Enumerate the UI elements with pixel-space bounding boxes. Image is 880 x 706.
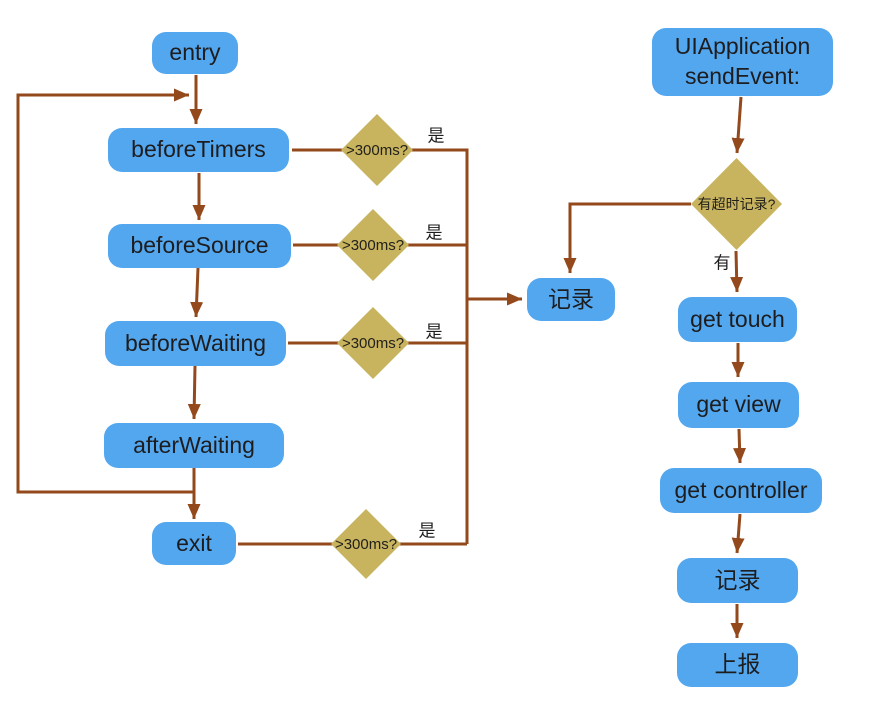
node-get-view-label: get view — [696, 391, 781, 418]
node-before-timers: beforeTimers — [108, 128, 289, 172]
node-before-source: beforeSource — [108, 224, 291, 268]
edge-loopback — [16, 88, 194, 494]
node-after-waiting-label: afterWaiting — [133, 431, 255, 458]
node-uiapplication-sendevent-label: UIApplication sendEvent: — [675, 32, 811, 92]
edge-beforesource-to-beforewaiting — [190, 267, 204, 318]
edge-getview-to-getcontroller — [733, 428, 747, 464]
node-report-label: 上报 — [714, 651, 761, 678]
node-record-left: 记录 — [527, 278, 615, 321]
edge-label-yes-2: 是 — [425, 223, 443, 243]
node-record-right-label: 记录 — [714, 566, 761, 593]
node-record-right: 记录 — [677, 558, 798, 603]
node-get-touch: get touch — [678, 297, 797, 342]
node-uiapplication-sendevent: UIApplication sendEvent: — [652, 28, 833, 96]
node-before-waiting: beforeWaiting — [105, 321, 286, 366]
edge-label-has: 有 — [713, 253, 731, 273]
decision-timer-check-1-label: >300ms? — [345, 141, 409, 159]
node-entry-label: entry — [169, 39, 221, 66]
edge-check-to-gettouch — [730, 250, 744, 293]
node-before-source-label: beforeSource — [130, 232, 269, 259]
node-report: 上报 — [677, 643, 798, 687]
node-exit-label: exit — [176, 529, 212, 556]
edge-beforewaiting-to-afterwaiting — [187, 365, 201, 420]
uiapplication-line1: UIApplication — [674, 33, 811, 60]
node-before-waiting-label: beforeWaiting — [124, 329, 267, 356]
node-get-touch-label: get touch — [690, 305, 785, 332]
edge-label-yes-3: 是 — [425, 322, 443, 342]
node-before-timers-label: beforeTimers — [131, 136, 266, 163]
edge-collector-vertical — [411, 148, 469, 544]
edge-label-yes-1: 是 — [427, 126, 445, 146]
decision-timer-check-exit-label: >300ms? — [334, 535, 398, 553]
node-exit: exit — [152, 522, 236, 565]
node-get-controller-label: get controller — [674, 476, 808, 503]
node-record-left-label: 记录 — [548, 285, 594, 312]
edge-check-to-record-left — [563, 202, 691, 273]
edge-label-yes-exit: 是 — [418, 521, 436, 541]
uiapplication-line2: sendEvent: — [684, 63, 801, 89]
decision-timer-check-3-label: >300ms? — [341, 334, 405, 352]
node-entry: entry — [152, 32, 238, 74]
decision-has-timeout-record-label: 有超时记录? — [697, 196, 776, 212]
edge-getcontroller-to-record — [731, 513, 745, 554]
node-after-waiting: afterWaiting — [104, 423, 284, 468]
edge-uiapplication-to-check — [731, 96, 745, 154]
node-get-controller: get controller — [660, 468, 822, 513]
node-get-view: get view — [678, 382, 799, 428]
decision-timer-check-2-label: >300ms? — [341, 236, 405, 254]
